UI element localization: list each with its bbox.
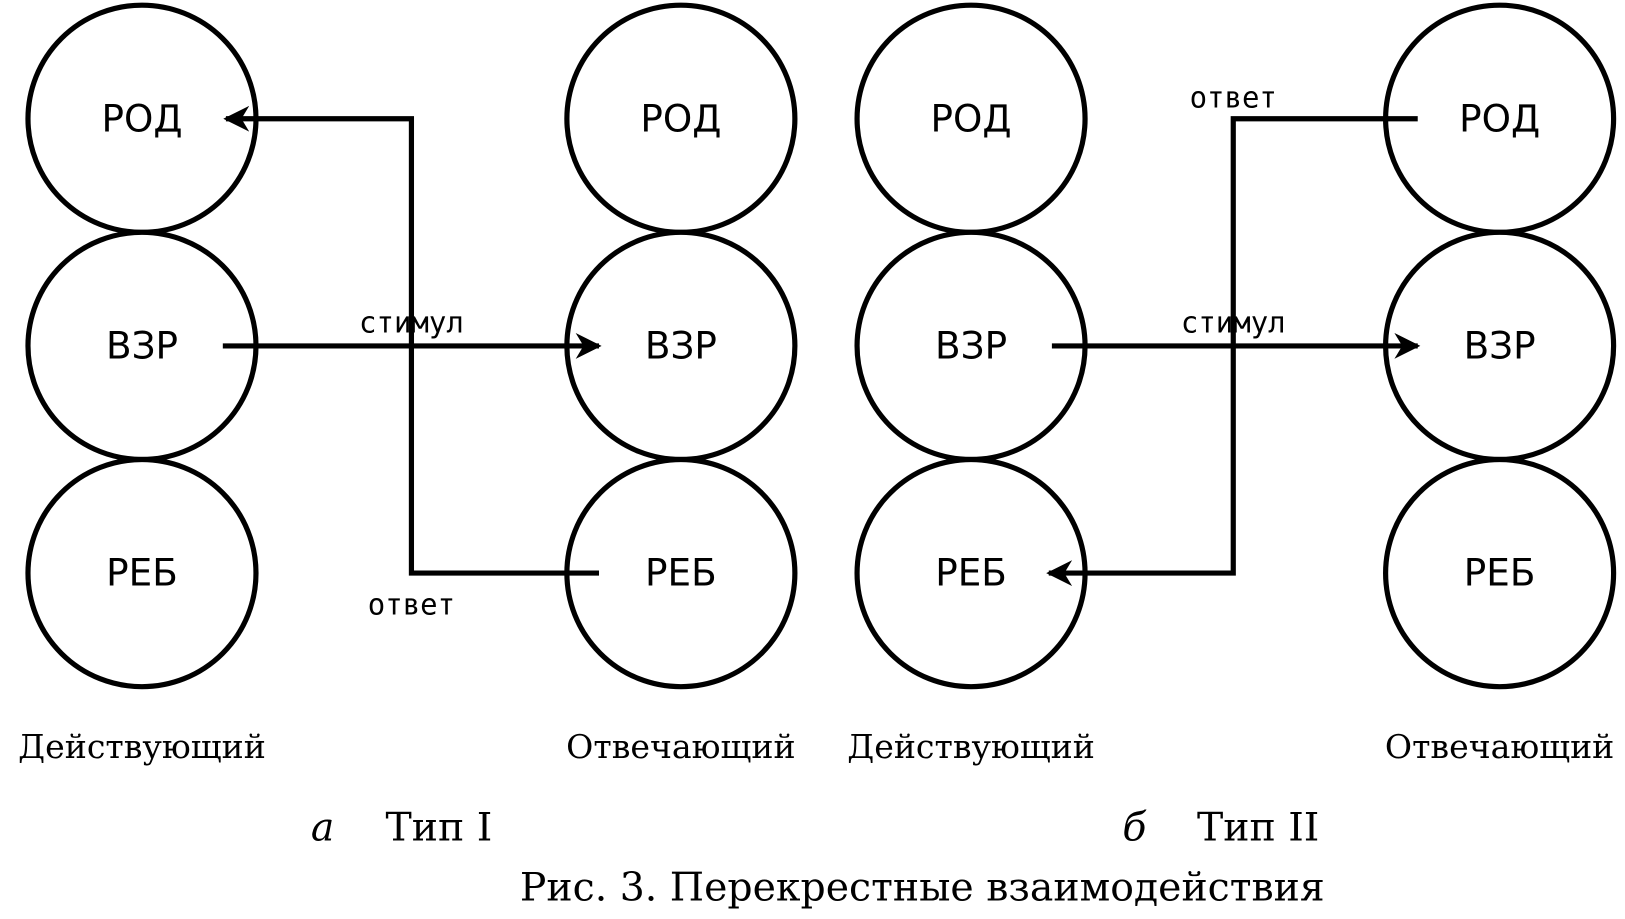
child-label: РЕБ xyxy=(935,551,1007,595)
panel-type-1: Тип I xyxy=(386,806,493,851)
child-label: РЕБ xyxy=(645,551,717,595)
child-state-circle xyxy=(25,456,259,690)
respondent-role-label: Отвечающий xyxy=(1385,727,1614,766)
parent-label: РОД xyxy=(1459,96,1540,140)
agent-role-label: Действующий xyxy=(847,727,1095,766)
parent-label: РОД xyxy=(640,96,721,140)
adult-label: ВЗР xyxy=(935,324,1007,368)
respondent-column-type2: РОД ВЗР РЕБ xyxy=(1383,2,1617,690)
adult-label: ВЗР xyxy=(106,324,178,368)
child-label: РЕБ xyxy=(1464,551,1536,595)
panel-type-2: Тип II xyxy=(1197,806,1319,851)
child-label: РЕБ xyxy=(106,551,178,595)
respondent-column-type1: РОД ВЗР РЕБ xyxy=(564,2,798,690)
agent-column-type1: РОД ВЗР РЕБ xyxy=(25,2,259,690)
respondent-role-label: Отвечающий xyxy=(566,727,795,766)
adult-label: ВЗР xyxy=(645,324,717,368)
agent-column-type2: РОД ВЗР РЕБ xyxy=(854,2,1088,690)
response-label: ответ xyxy=(368,587,455,621)
adult-label: ВЗР xyxy=(1464,324,1536,368)
child-state-circle xyxy=(1383,456,1617,690)
figure-caption: Рис. 3. Перекрестные взаимодействия xyxy=(520,865,1325,910)
response-label: ответ xyxy=(1190,80,1277,114)
response-arrow xyxy=(1046,116,1418,586)
parent-label: РОД xyxy=(931,96,1012,140)
parent-label: РОД xyxy=(101,96,182,140)
panel-letter-b: б xyxy=(1122,806,1147,851)
response-arrow xyxy=(223,105,600,576)
panel-letter-a: а xyxy=(311,806,334,851)
agent-role-label: Действующий xyxy=(18,727,266,766)
